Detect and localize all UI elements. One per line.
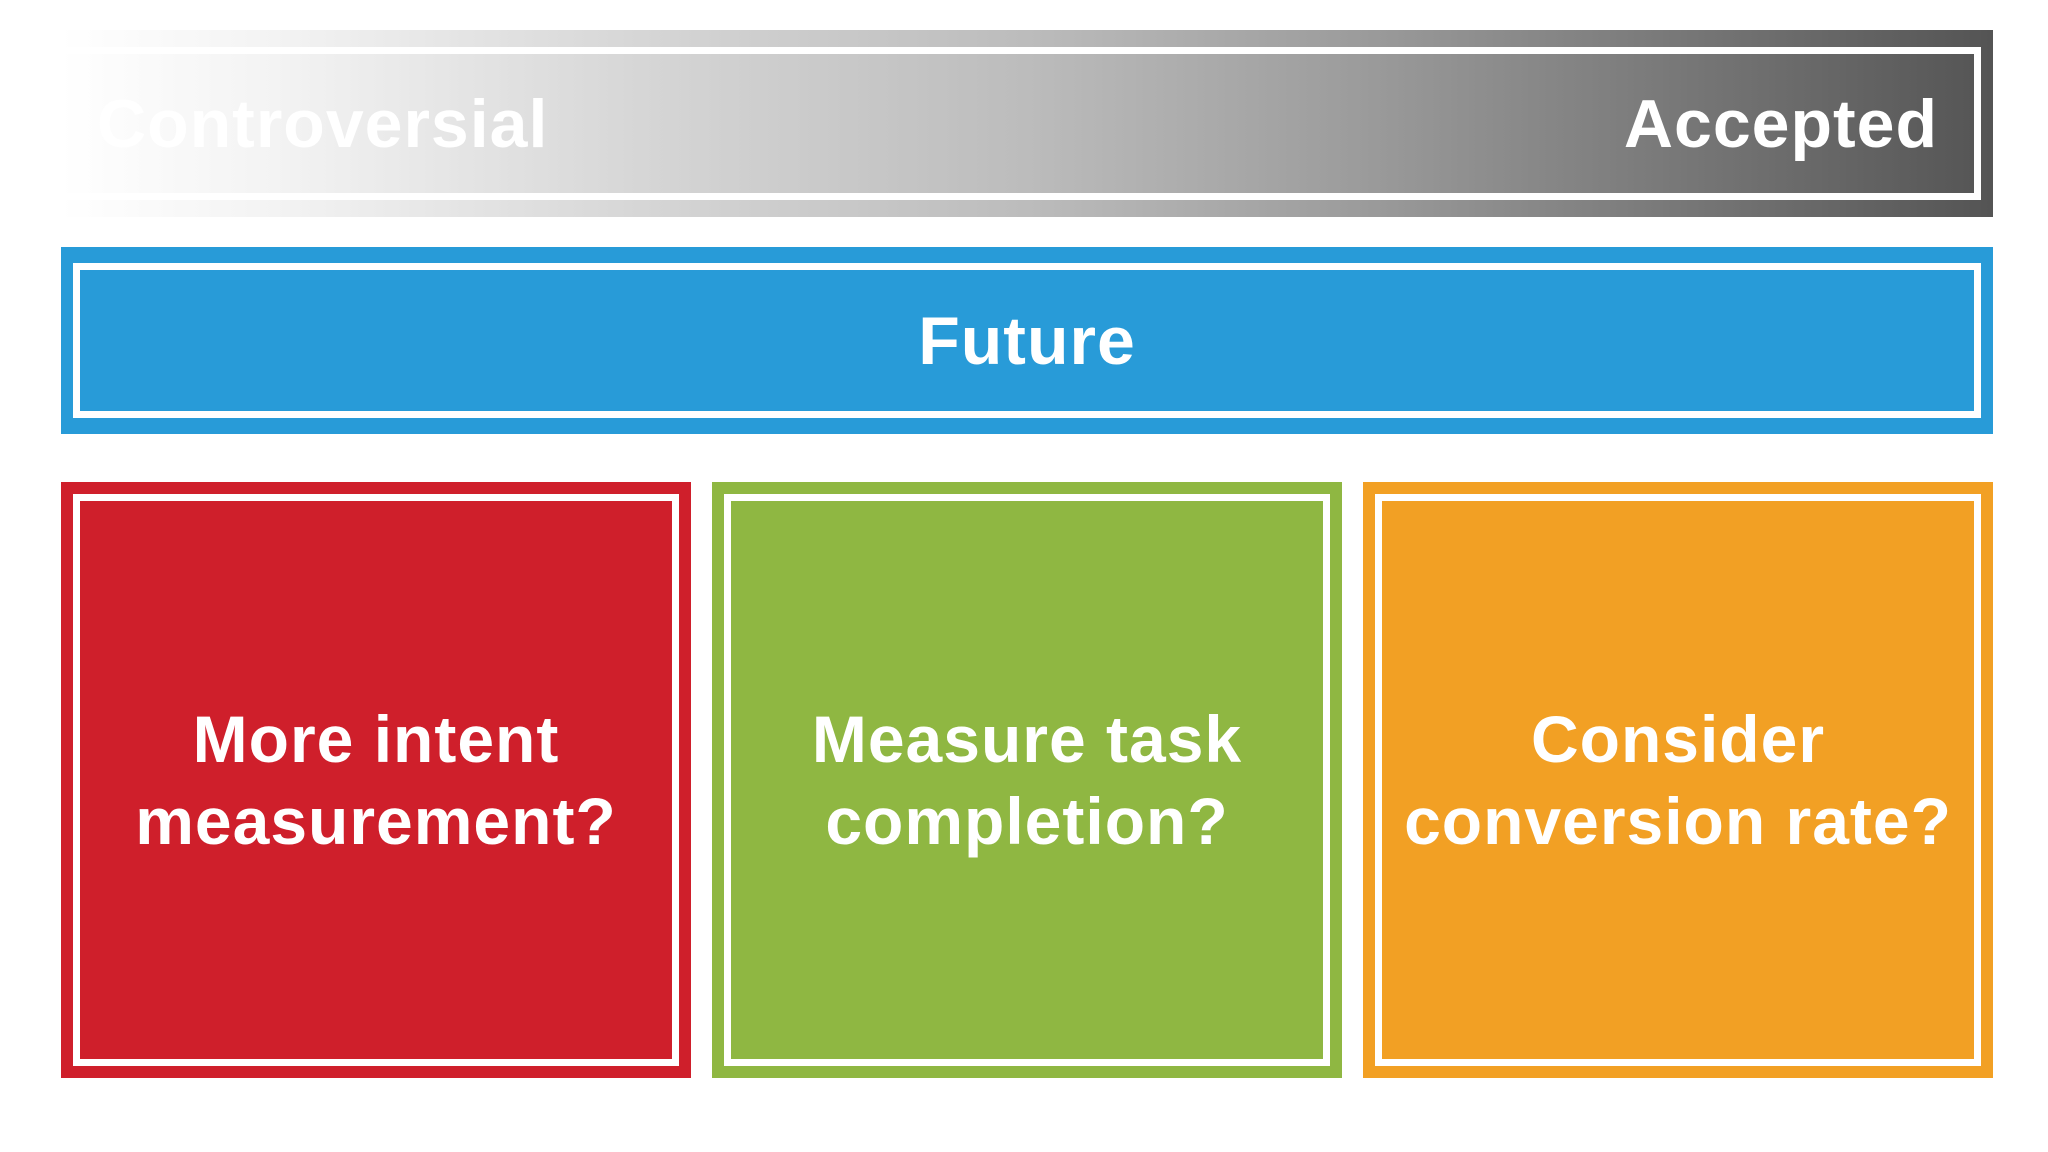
future-banner-frame: Future bbox=[73, 263, 1981, 418]
card-frame: More intent measurement? bbox=[73, 494, 679, 1066]
card-frame: Consider conversion rate? bbox=[1375, 494, 1981, 1066]
controversial-accepted-spectrum-bar: Controversial Accepted bbox=[61, 30, 1993, 217]
card-frame: Measure task completion? bbox=[724, 494, 1330, 1066]
card-conversion-rate: Consider conversion rate? bbox=[1363, 482, 1993, 1078]
card-task-completion: Measure task completion? bbox=[712, 482, 1342, 1078]
spectrum-left-label: Controversial bbox=[97, 85, 549, 162]
card-label: Measure task completion? bbox=[811, 702, 1243, 858]
card-row: More intent measurement? Measure task co… bbox=[61, 482, 1993, 1078]
future-banner-label: Future bbox=[918, 302, 1136, 379]
card-intent-measurement: More intent measurement? bbox=[61, 482, 691, 1078]
future-banner: Future bbox=[61, 247, 1993, 434]
card-label: Consider conversion rate? bbox=[1404, 702, 1952, 858]
spectrum-frame: Controversial Accepted bbox=[61, 47, 1981, 200]
card-label: More intent measurement? bbox=[135, 702, 617, 858]
spectrum-right-label: Accepted bbox=[1623, 85, 1938, 162]
